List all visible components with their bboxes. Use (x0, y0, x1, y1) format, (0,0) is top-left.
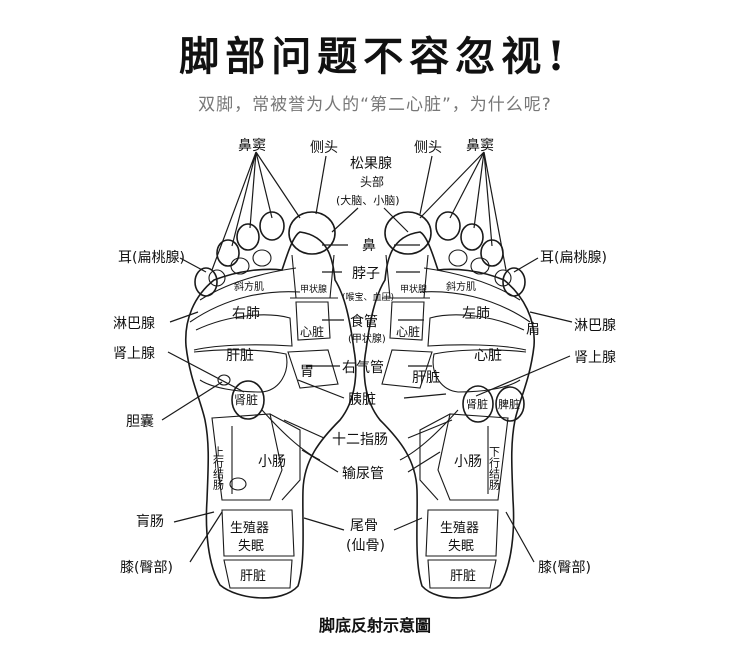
label-nose: 鼻 (362, 237, 376, 254)
label-brain: (大脑、小脑) (336, 193, 400, 207)
label-reproductive-left: 生殖器 (230, 520, 269, 536)
label-knee-right: 膝(臀部) (538, 560, 591, 576)
label-side-head-left: 侧头 (310, 140, 338, 156)
label-kidney-right: 肾脏 (466, 398, 488, 411)
label-head: 头部 (360, 174, 384, 189)
label-heel-liver-left: 肝脏 (240, 569, 266, 584)
label-neck: 脖子 (352, 266, 380, 282)
label-liver-right: 肝脏 (412, 370, 440, 386)
label-ear-left: 耳(扁桃腺) (118, 250, 185, 266)
label-parathyroid-2: (甲状腺) (348, 332, 386, 345)
label-reproductive-right: 生殖器 (440, 520, 479, 536)
label-small-intestine-left: 小肠 (258, 454, 286, 470)
label-lymph-right: 淋巴腺 (574, 318, 616, 334)
label-shoulder: 肩 (526, 322, 540, 338)
label-insomnia-right: 失眠 (448, 539, 474, 554)
label-thyroid-left: 甲状腺 (300, 283, 327, 295)
label-gallbladder: 胆囊 (126, 413, 154, 430)
label-knee-left: 膝(臀部) (120, 560, 173, 576)
diagram-caption: 脚底反射示意圖 (0, 612, 750, 636)
label-kidney-left: 肾脏 (234, 392, 258, 407)
label-heart: 心脏 (474, 348, 502, 364)
label-ear-right: 耳(扁桃腺) (540, 250, 607, 266)
label-adrenal-left: 肾上腺 (113, 346, 155, 362)
label-right-lung: 右肺 (232, 306, 260, 322)
left-toe-pad-1 (231, 258, 249, 274)
label-pancreas: 胰脏 (348, 392, 376, 408)
label-trapezius-right: 斜方肌 (446, 280, 476, 293)
label-thyroid-right: 甲状腺 (400, 283, 427, 295)
label-heart-small-right: 心脏 (396, 324, 420, 339)
label-parathyroid: (喉宝、血压) (342, 291, 394, 303)
label-spleen: 脾脏 (498, 397, 520, 411)
label-appendix: 肓肠 (136, 513, 164, 530)
label-trachea: 右气管 (342, 360, 384, 376)
label-esophagus: 食管 (350, 313, 378, 330)
label-insomnia-left: 失眠 (238, 539, 264, 554)
label-heel-liver-right: 肝脏 (450, 569, 476, 584)
label-coccyx: 尾骨 (350, 518, 378, 534)
label-trapezius-left: 斜方肌 (234, 280, 264, 293)
label-stomach: 胃 (300, 364, 314, 380)
label-pineal: 松果腺 (350, 156, 392, 172)
label-side-head-right: 侧头 (414, 140, 442, 156)
label-adrenal-right: 肾上腺 (574, 350, 616, 366)
left-toe-3 (237, 224, 259, 250)
right-toe-2 (436, 212, 460, 240)
right-toe-3 (461, 224, 483, 250)
left-foot (186, 212, 356, 598)
left-toe-pad-2 (253, 250, 271, 266)
label-sacrum: (仙骨) (346, 538, 385, 554)
label-nasal-sinus-right: 鼻窦 (466, 137, 494, 154)
label-heart-small: 心脏 (300, 324, 324, 339)
label-small-intestine-right: 小肠 (454, 454, 482, 470)
label-lymph-left: 淋巴腺 (113, 316, 155, 332)
label-left-lung: 左肺 (462, 306, 490, 322)
label-descending-colon: 下行结肠 (488, 446, 501, 491)
label-nasal-sinus-left: 鼻窦 (238, 137, 266, 154)
label-duodenum: 十二指肠 (332, 432, 388, 448)
left-big-toe (289, 212, 335, 254)
right-big-toe (385, 212, 431, 254)
label-liver: 肝脏 (226, 348, 254, 364)
label-ascending-colon: 上行结肠 (212, 446, 225, 491)
label-ureter: 输尿管 (342, 466, 384, 482)
left-toe-4 (217, 240, 239, 266)
